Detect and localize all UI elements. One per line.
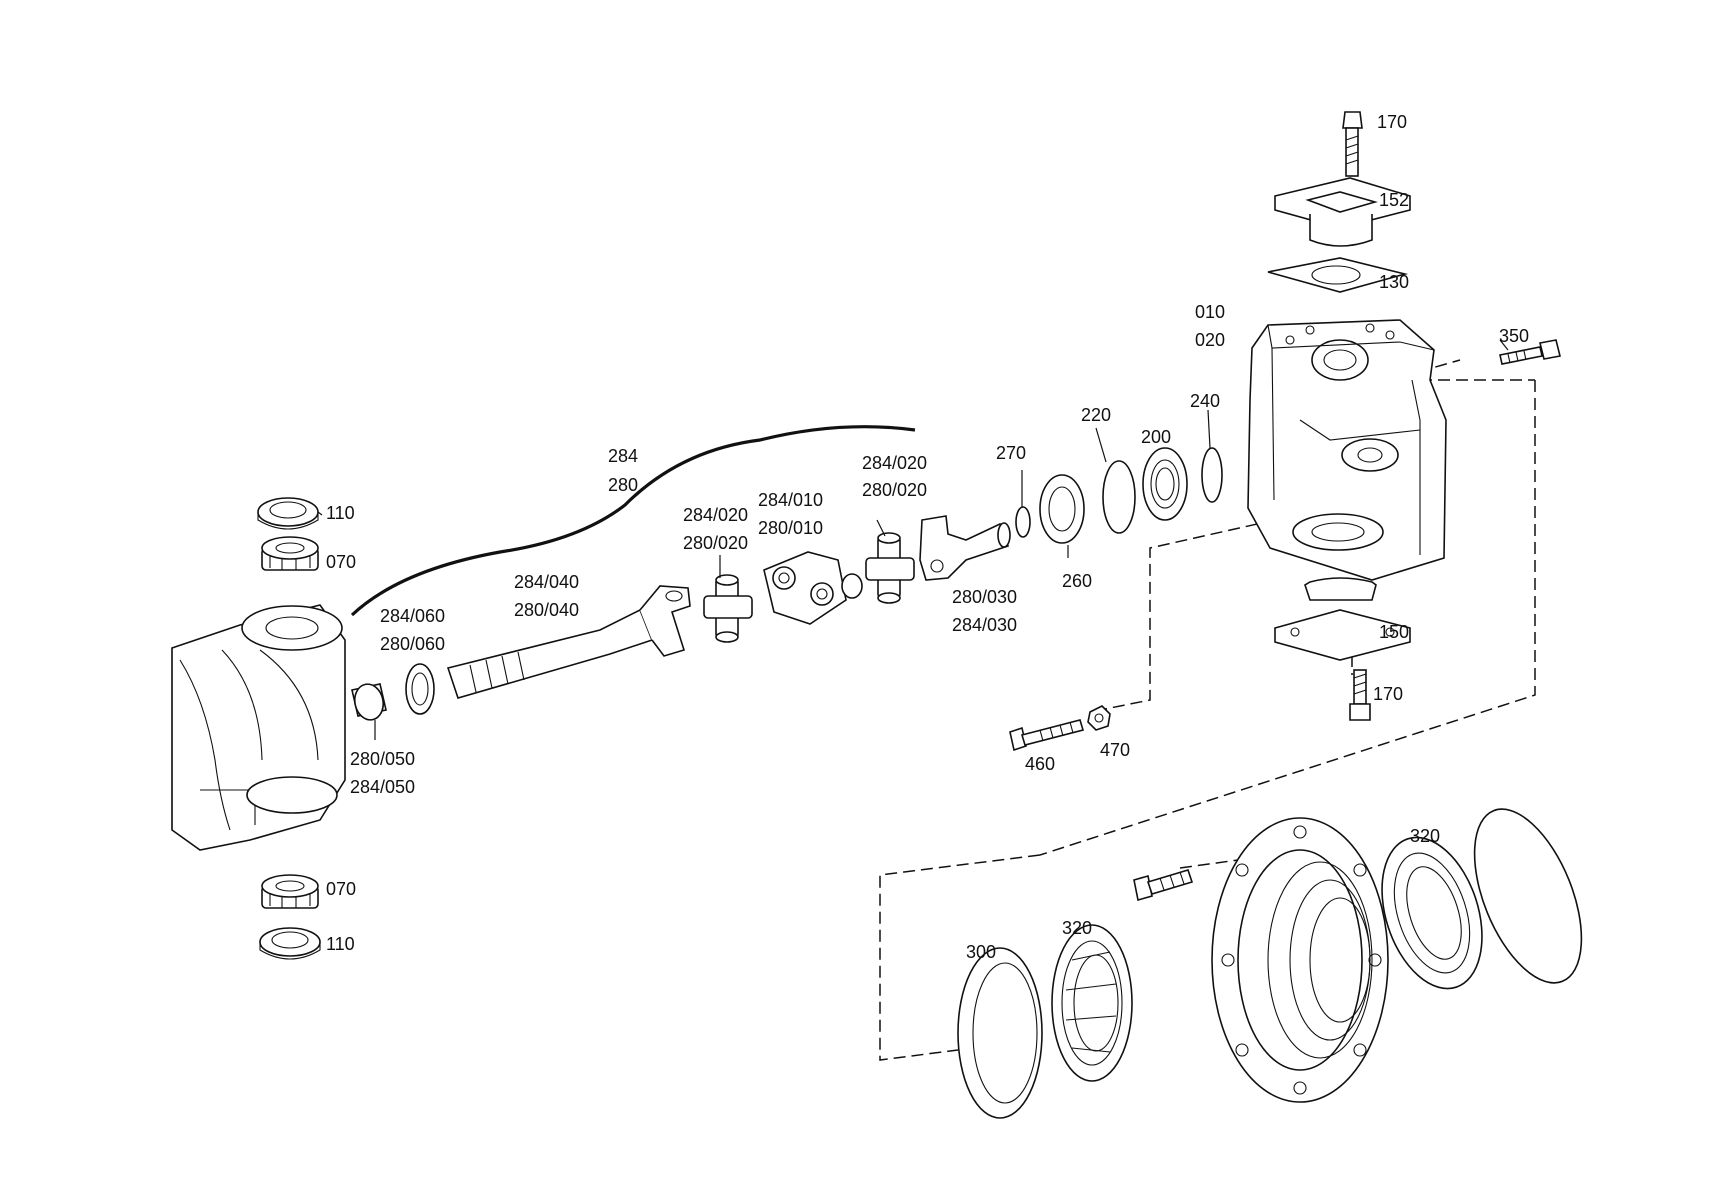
universal-joint-cross-b (865, 532, 915, 604)
sleeve (351, 683, 387, 721)
callout-150: 150 (1379, 622, 1409, 642)
seal-ring (405, 663, 435, 715)
roller-bearing-320-right (1381, 836, 1483, 990)
double-yoke (763, 551, 863, 625)
bearing-race-top (257, 497, 319, 530)
axle-shaft (446, 585, 691, 699)
roller-bearing-bottom (261, 874, 319, 909)
universal-joint-cross-a (703, 574, 753, 643)
callout-280-010: 280/010 (758, 518, 823, 538)
callout-280-020-a: 280/020 (683, 533, 748, 553)
callout-020: 020 (1195, 330, 1225, 350)
callout-152: 152 (1379, 190, 1409, 210)
callout-240: 240 (1190, 391, 1220, 411)
roller-bearing-top (261, 536, 319, 571)
callout-labels: 170 152 130 010 020 350 240 220 200 270 … (326, 112, 1529, 962)
callout-280-040: 280/040 (514, 600, 579, 620)
shaft-seal (1039, 474, 1085, 544)
callout-470: 470 (1100, 740, 1130, 760)
callout-284-040: 284/040 (514, 572, 579, 592)
bolt-460 (1009, 719, 1085, 752)
callout-110-top: 110 (326, 503, 355, 523)
roller-bearing-320-left (1051, 924, 1133, 1082)
snap-ring (1102, 460, 1136, 534)
nut-470 (1087, 705, 1111, 731)
callout-284-050: 284/050 (350, 777, 415, 797)
bearing-cap-bottom (1274, 577, 1411, 661)
callout-284-group: 284 (608, 446, 638, 466)
bearing-race-300 (957, 947, 1043, 1119)
callout-284-020-b: 284/020 (862, 453, 927, 473)
callout-130: 130 (1379, 272, 1409, 292)
callout-280-020-b: 280/020 (862, 480, 927, 500)
callout-270: 270 (996, 443, 1026, 463)
bearing-cap-top (1274, 177, 1411, 247)
callout-220: 220 (1081, 405, 1111, 425)
bearing-race-bottom (259, 927, 321, 960)
callout-300: 300 (966, 942, 996, 962)
callout-010: 010 (1195, 302, 1225, 322)
o-ring (1473, 808, 1583, 984)
callout-284-010: 284/010 (758, 490, 823, 510)
callout-320-left: 320 (1062, 918, 1092, 938)
callout-284-030: 284/030 (952, 615, 1017, 635)
gasket (1267, 257, 1409, 293)
bolt-170-top (1342, 111, 1363, 177)
bolt-170-bottom (1349, 669, 1371, 721)
callout-260: 260 (1062, 571, 1092, 591)
callout-070-top: 070 (326, 552, 356, 572)
bolt-350 (1499, 339, 1561, 365)
callout-320-right: 320 (1410, 826, 1440, 846)
ball-bearing (1142, 447, 1188, 521)
callout-110-bottom: 110 (326, 934, 355, 954)
callout-284-020-a: 284/020 (683, 505, 748, 525)
callout-070-bottom: 070 (326, 879, 356, 899)
stub-yoke (919, 515, 1011, 581)
wheel-hub (1211, 817, 1389, 1103)
stud-bolt (1133, 869, 1194, 902)
group-bracket (350, 425, 916, 617)
steering-knuckle (1247, 319, 1447, 581)
callout-170-top: 170 (1377, 112, 1407, 132)
retaining-ring (1201, 447, 1223, 503)
callout-350: 350 (1499, 326, 1529, 346)
callout-284-060: 284/060 (380, 606, 445, 626)
callout-280-050: 280/050 (350, 749, 415, 769)
leader-lines (317, 339, 1509, 740)
callout-170-bottom: 170 (1373, 684, 1403, 704)
callout-200: 200 (1141, 427, 1171, 447)
circlip (1015, 506, 1031, 538)
callout-280-group: 280 (608, 475, 638, 495)
axle-housing (171, 604, 346, 851)
callout-460: 460 (1025, 754, 1055, 774)
callout-280-060: 280/060 (380, 634, 445, 654)
callout-280-030: 280/030 (952, 587, 1017, 607)
